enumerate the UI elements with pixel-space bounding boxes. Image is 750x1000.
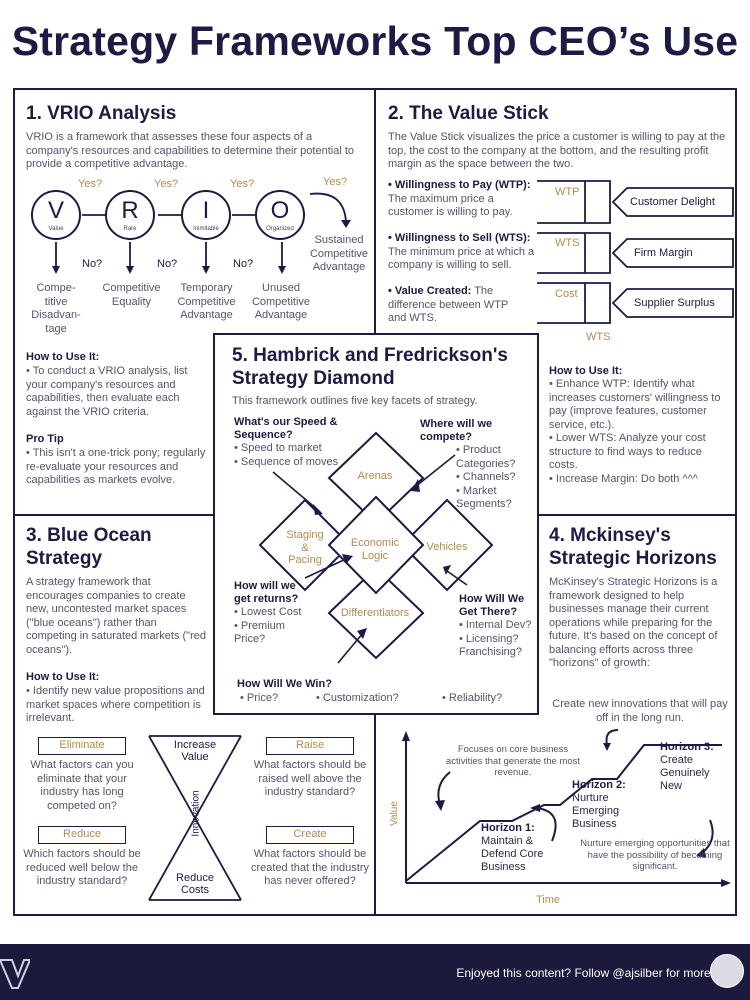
vrio-heading: 1. VRIO Analysis — [26, 103, 177, 124]
horizon-1: Horizon 1:Maintain & Defend Core Busines… — [481, 822, 544, 873]
diamond-win-customization: • Customization? — [316, 692, 399, 704]
vrio-sustained: Sustained Competitive Advantage — [309, 234, 369, 273]
diamond-intro: This framework outlines five key facets … — [232, 395, 478, 407]
diamond-heading: 5. Hambrick and Fredrickson's Strategy D… — [232, 345, 508, 389]
diamond-node-logic: Economic Logic — [350, 537, 400, 562]
vrio-yes-3: Yes? — [230, 178, 255, 190]
diamond-win-reliability: • Reliability? — [442, 692, 503, 704]
diamond-compete: Where will we compete? • Product Categor… — [420, 418, 516, 510]
vrio-intro: VRIO is a framework that assesses these … — [26, 131, 355, 170]
diamond-speed: What's our Speed & Sequence? • Speed to … — [234, 416, 339, 468]
vrio-outcome-4: Unused Competitive Advantage — [251, 282, 311, 321]
raise-box: Raise — [266, 737, 354, 755]
reduce-costs-label: Reduce Costs — [176, 872, 214, 896]
diamond-win-title: How Will We Win? — [237, 678, 332, 690]
stick-label-wts: WTS — [555, 237, 580, 249]
page-title: Strategy Frameworks Top CEO’s Use — [11, 18, 739, 64]
vrio-outcome-3: Temporary Competitive Advantage — [177, 282, 236, 321]
blue-ocean-howto-text: • Identify new value propositions and ma… — [26, 685, 205, 724]
eliminate-box: Eliminate — [38, 737, 126, 755]
horizons-chart — [402, 729, 731, 887]
vrio-outcome-1: Compe- titive Disadvan- tage — [31, 282, 81, 335]
diamond-node-staging: Staging & Pacing — [286, 529, 324, 566]
value-stick-wtp: • Willingness to Pay (WTP):The maximum p… — [388, 179, 531, 218]
value-stick-howto-text: • Enhance WTP: Identify what increases c… — [549, 378, 721, 485]
divider-vertical-top — [374, 88, 376, 333]
label-firm-margin: Firm Margin — [634, 247, 693, 259]
blue-ocean-intro: A strategy framework that encourages com… — [26, 576, 206, 656]
strategy-diamond-graphic — [258, 431, 494, 664]
footer-bar — [0, 944, 750, 1000]
stick-label-wtp: WTP — [555, 186, 580, 198]
value-stick-howto-title: How to Use It: — [549, 365, 623, 377]
divider-left — [13, 514, 213, 516]
vrio-no-2: No? — [157, 258, 178, 270]
diamond-node-arenas: Arenas — [357, 470, 393, 482]
horizons-core-note: Focuses on core business activities that… — [445, 744, 581, 778]
reduce-question: Which factors should be reduced well bel… — [23, 848, 141, 887]
vrio-tip-text: • This isn't a one-trick pony; regularly… — [26, 447, 206, 486]
label-supplier-surplus: Supplier Surplus — [634, 297, 715, 309]
diamond-get-there: How Will We Get There? • Internal Dev? •… — [459, 593, 532, 658]
horizons-emerging-note: Nurture emerging opportunities that have… — [580, 838, 730, 872]
label-customer-delight: Customer Delight — [630, 196, 715, 208]
diamond-node-differentiators: Differentiators — [340, 607, 410, 619]
increase-value-label: Increase Value — [173, 739, 217, 763]
horizons-y-axis: Value — [388, 801, 400, 826]
horizon-3: Horizon 3:Create Genuinely New — [660, 741, 714, 792]
horizons-x-axis: Time — [536, 894, 561, 906]
raise-question: What factors should be raised well above… — [253, 759, 367, 798]
vrio-howto-text: • To conduct a VRIO analysis, list your … — [26, 365, 188, 418]
divider-right — [539, 514, 737, 516]
value-stick-heading: 2. The Value Stick — [388, 103, 549, 124]
stick-label-cost: Cost — [555, 288, 578, 300]
vrio-no-3: No? — [233, 258, 254, 270]
stick-label-bottom: WTS — [586, 331, 611, 343]
value-stick-diagram — [537, 180, 734, 324]
reduce-box: Reduce — [38, 826, 126, 844]
blue-ocean-howto-title: How to Use It: — [26, 671, 100, 683]
value-stick-wts: • Willingness to Sell (WTS):The minimum … — [388, 232, 535, 271]
eliminate-question: What factors can you eliminate that your… — [30, 759, 134, 812]
footer-follow-link[interactable]: Enjoyed this content? Follow @ajsilber f… — [456, 966, 714, 980]
diamond-node-vehicles: Vehicles — [426, 541, 468, 553]
brand-logo-icon — [0, 959, 30, 989]
errc-hourglass — [148, 735, 242, 901]
vrio-no-1: No? — [82, 258, 103, 270]
vrio-yes-1: Yes? — [78, 178, 103, 190]
author-avatar[interactable] — [710, 954, 744, 988]
vrio-yes-2: Yes? — [154, 178, 179, 190]
vrio-howto-title: How to Use It: — [26, 351, 100, 363]
value-stick-intro: The Value Stick visualizes the price a c… — [388, 131, 726, 170]
innovation-label: Innovation — [190, 790, 202, 837]
horizon-2: Horizon 2:Nurture Emerging Business — [572, 779, 626, 830]
value-stick-created: • Value Created: The difference between … — [388, 285, 509, 324]
create-box: Create — [266, 826, 354, 844]
horizons-intro: McKinsey's Strategic Horizons is a frame… — [549, 576, 718, 669]
diamond-win-price: • Price? — [240, 692, 279, 704]
vrio-yes-4: Yes? — [323, 176, 348, 188]
create-question: What factors should be created that the … — [250, 848, 369, 887]
horizons-top-note: Create new innovations that will pay off… — [552, 698, 728, 724]
vrio-outcome-2: Competitive Equality — [102, 282, 161, 308]
diamond-returns: How will we get returns? • Lowest Cost •… — [234, 580, 302, 645]
horizons-heading: 4. Mckinsey's Strategic Horizons — [549, 525, 717, 569]
vrio-tip-title: Pro Tip — [26, 433, 64, 445]
divider-vertical-bottom — [374, 715, 376, 915]
blue-ocean-heading: 3. Blue Ocean Strategy — [26, 525, 152, 569]
